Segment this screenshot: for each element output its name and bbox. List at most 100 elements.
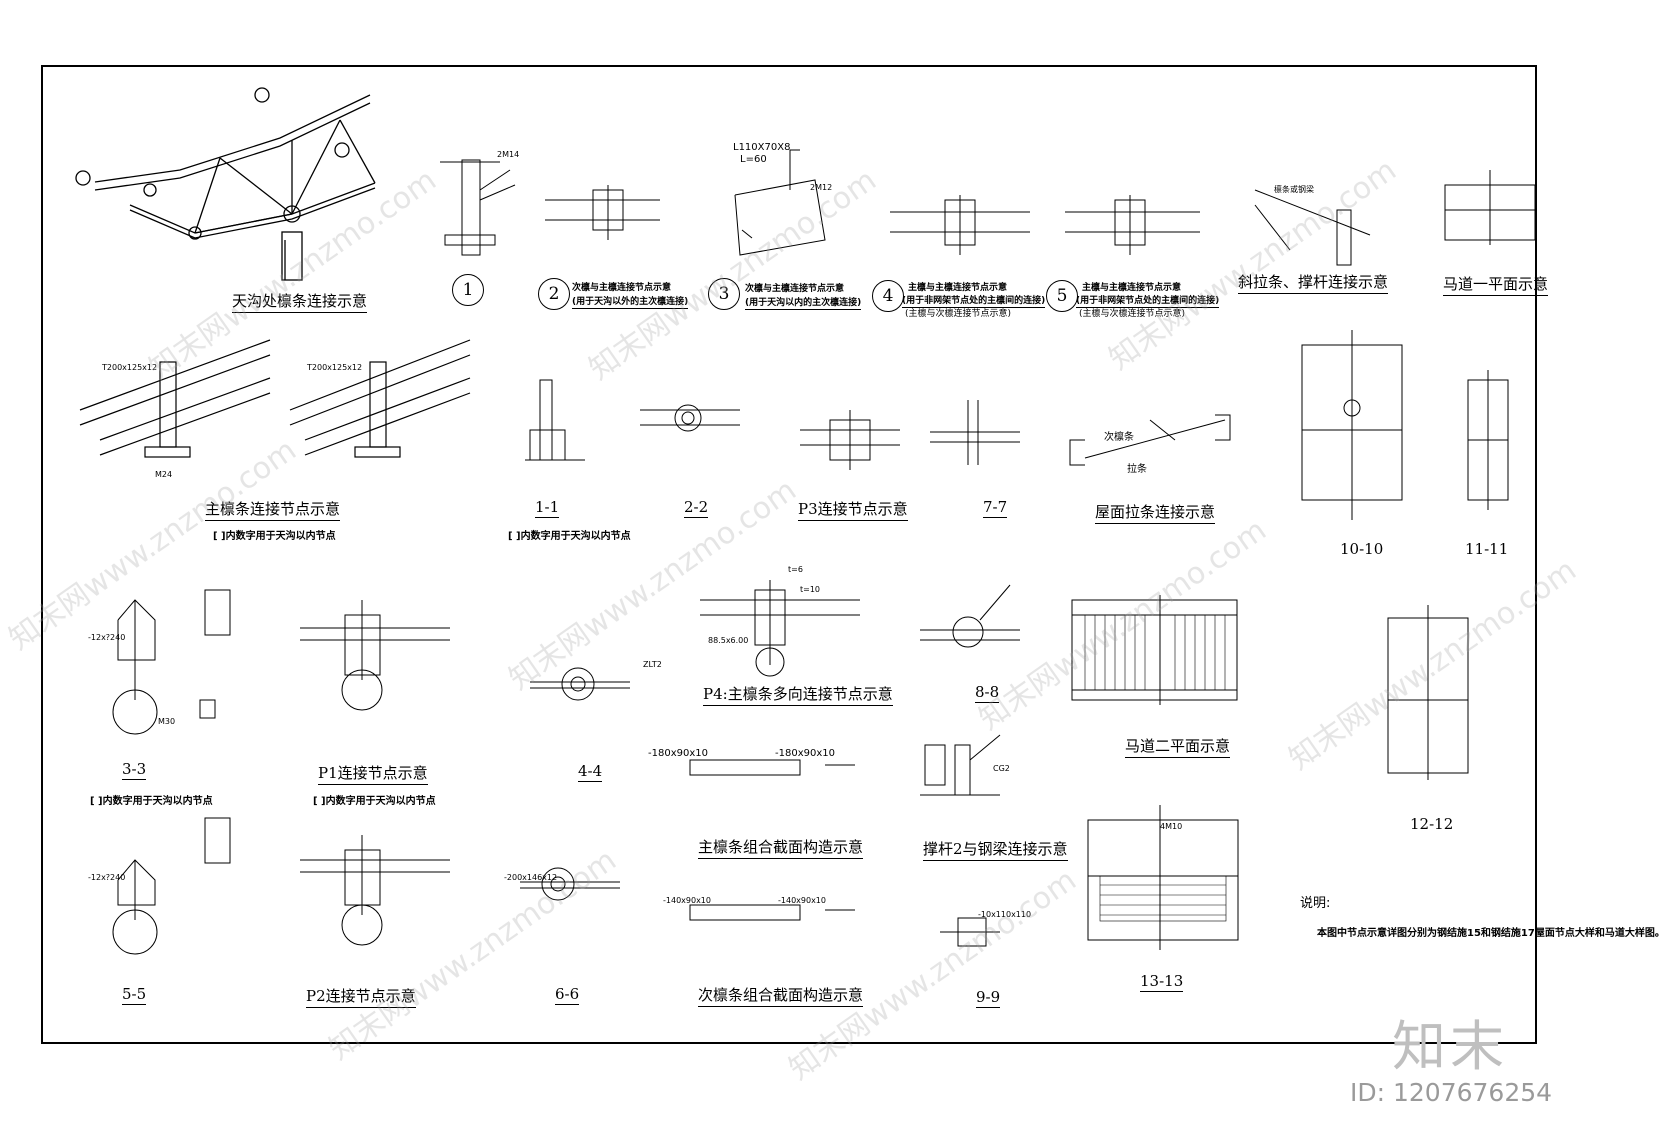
section-11-11	[1467, 370, 1509, 510]
label-tee-a: T200x125x12	[102, 363, 158, 372]
truss-diagram	[75, 87, 376, 281]
caption-main-purlin: 主檩条连接节点示意	[205, 498, 341, 521]
label-secondary-purlin: 次檩条	[1104, 432, 1134, 443]
section-2-2	[640, 404, 740, 432]
watermark-id: ID: 1207676254	[1350, 1078, 1553, 1107]
section-4-4	[530, 667, 630, 701]
strut-detail	[920, 734, 1001, 796]
section-5-5	[112, 817, 231, 955]
section-10-10	[1301, 330, 1403, 520]
section-9-9	[940, 917, 1000, 947]
caption-node4: 主檩与主檩连接节点示意	[908, 283, 1008, 293]
section-13-13-grid	[1100, 884, 1226, 916]
caption-11-11: 11-11	[1465, 540, 1509, 558]
caption-9-9: 9-9	[976, 988, 1001, 1008]
caption-walkway2: 马道二平面示意	[1125, 735, 1231, 758]
label-bolt-2m14: 2M14	[497, 150, 520, 159]
label-plate-140: -140x90x10	[663, 896, 711, 905]
node3-marker: 3	[708, 278, 740, 310]
section-7-7	[930, 400, 1020, 465]
caption-tiangou: 天沟处檩条连接示意	[232, 290, 368, 313]
node1-detail	[440, 159, 516, 256]
walkway2-grid	[1084, 615, 1226, 690]
caption-node2: 次檩与主檩连接节点示意	[572, 283, 672, 293]
label-bolt-m30: M30	[158, 717, 176, 726]
caption-13-13: 13-13	[1140, 972, 1184, 992]
label-thickness-10: t=10	[800, 585, 821, 594]
node5-marker: 5	[1046, 280, 1078, 312]
note-main-purlin: [ ]内数字用于天沟以内节点	[213, 531, 336, 542]
label-plate-180b: -180x90x10	[775, 748, 835, 759]
label-zlt2: ZLT2	[643, 660, 662, 669]
caption-walkway1: 马道一平面示意	[1443, 273, 1549, 296]
p2-detail	[300, 835, 450, 946]
note-p1: [ ]内数字用于天沟以内节点	[313, 796, 436, 807]
label-bolt-4m10: 4M10	[1160, 822, 1183, 831]
caption-1-1: 1-1	[535, 498, 560, 518]
node3-detail	[734, 149, 826, 256]
label-plate-180: -180x90x10	[648, 748, 708, 759]
sheet-border	[41, 65, 1537, 1044]
brace-detail	[1254, 189, 1371, 266]
caption-node5-sub: (用于非网架节点处的主檩间的连接)	[1076, 293, 1220, 308]
label-bolt-m24: M24	[155, 470, 173, 479]
section-13-13	[1087, 805, 1239, 950]
caption-6-6: 6-6	[555, 985, 580, 1005]
main-purlin-views	[79, 339, 471, 458]
label-plate-200: -200x146x12	[504, 873, 558, 882]
caption-8-8: 8-8	[975, 683, 1000, 703]
caption-node4-sub2: (主檩与次檩连接节点示意)	[905, 309, 1012, 319]
label-plate-140b: -140x90x10	[778, 896, 826, 905]
note-3-3: [ ]内数字用于天沟以内节点	[90, 796, 213, 807]
secondary-section-detail	[689, 904, 855, 921]
drawing-sheet	[41, 65, 1537, 1044]
label-tee-b: T200x125x12	[307, 363, 363, 372]
caption-2-2: 2-2	[684, 498, 709, 518]
caption-node5-sub2: (主檩与次檩连接节点示意)	[1079, 309, 1186, 319]
roof-tie-detail	[1069, 414, 1231, 466]
section-1-1	[525, 379, 585, 461]
main-section-detail	[689, 759, 855, 776]
caption-12-12: 12-12	[1410, 815, 1454, 833]
caption-p3: P3连接节点示意	[798, 498, 908, 521]
label-plate-12: -12x?240	[88, 633, 126, 642]
label-cg2: CG2	[993, 764, 1010, 773]
label-purlin-beam: 檩条或钢梁	[1274, 185, 1314, 194]
remark-body: 本图中节点示意详图分别为钢结施15和钢结施17屋面节点大样和马道大样图。	[1317, 928, 1665, 939]
caption-node4-sub: (用于非网架节点处的主檩间的连接)	[902, 293, 1046, 308]
label-tie-rod: 拉条	[1127, 464, 1147, 475]
label-plate-110: -10x110x110	[978, 910, 1032, 919]
caption-4-4: 4-4	[578, 762, 603, 782]
label-length: L=60	[740, 154, 767, 165]
caption-10-10: 10-10	[1340, 540, 1384, 558]
caption-p2: P2连接节点示意	[306, 985, 416, 1008]
caption-node3: 次檩与主檩连接节点示意	[745, 284, 845, 294]
label-angle-steel: L110X70X8	[733, 142, 791, 153]
caption-main-section: 主檩条组合截面构造示意	[698, 836, 864, 859]
node4-detail	[890, 195, 1030, 255]
caption-node2-sub: (用于天沟以外的主次檩连接)	[572, 294, 689, 309]
caption-node3-sub: (用于天沟以内的主次檩连接)	[745, 295, 862, 310]
caption-3-3: 3-3	[122, 760, 147, 780]
caption-strut: 撑杆2与钢梁连接示意	[923, 838, 1068, 861]
node5-detail	[1065, 195, 1200, 255]
section-6-6	[520, 867, 620, 901]
walkway1-detail	[1444, 170, 1536, 245]
node1-marker: 1	[452, 274, 484, 306]
watermark-logo: 知末	[1392, 1015, 1508, 1078]
caption-p1: P1连接节点示意	[318, 762, 428, 785]
remark-title: 说明:	[1300, 896, 1331, 911]
walkway2-plan	[1071, 595, 1238, 705]
caption-sec-section: 次檩条组合截面构造示意	[698, 984, 864, 1007]
note-1-1: [ ]内数字用于天沟以内节点	[508, 531, 631, 542]
p4-detail	[700, 580, 860, 677]
label-plate-12b: -12x?240	[88, 873, 126, 882]
section-12-12	[1387, 605, 1469, 780]
p3-detail	[800, 410, 900, 470]
node2-marker: 2	[538, 278, 570, 310]
label-pipe: 88.5x6.00	[708, 636, 749, 645]
p1-detail	[300, 600, 450, 711]
node2-detail	[545, 185, 660, 240]
caption-7-7: 7-7	[983, 498, 1008, 518]
label-bolt-2m12: 2M12	[810, 183, 833, 192]
